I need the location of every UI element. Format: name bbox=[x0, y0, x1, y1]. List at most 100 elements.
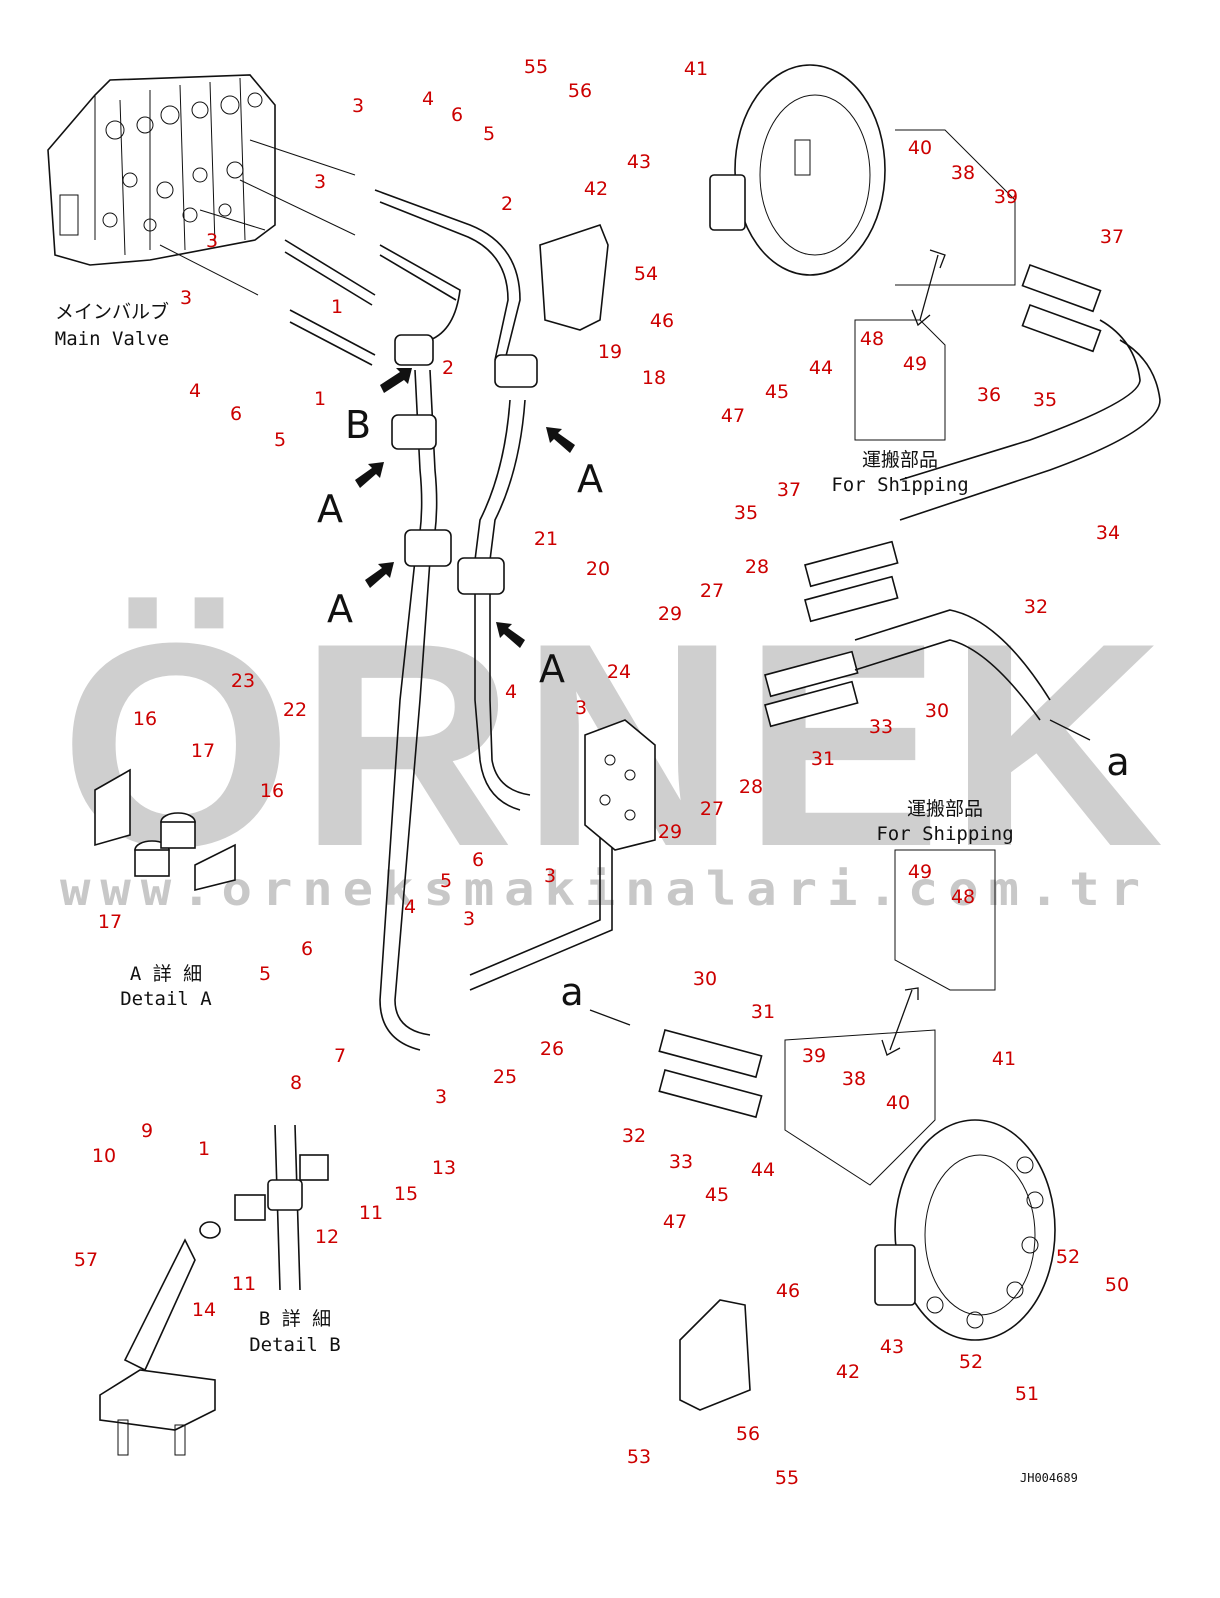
detail-b-drawing bbox=[99, 1124, 329, 1456]
part-callout-number: 52 bbox=[959, 1351, 983, 1373]
part-callout-number: 41 bbox=[992, 1048, 1016, 1070]
connection-arrow bbox=[1049, 719, 1091, 741]
part-callout-number: 32 bbox=[622, 1125, 646, 1147]
part-callout-number: 47 bbox=[663, 1211, 687, 1233]
part-callout-number: 1 bbox=[331, 296, 343, 318]
part-callout-number: 47 bbox=[721, 405, 745, 427]
part-callout-number: 6 bbox=[230, 403, 242, 425]
part-callout-number: 16 bbox=[260, 780, 284, 802]
detail-a-label-en: Detail A bbox=[120, 988, 212, 1010]
part-callout-number: 55 bbox=[524, 56, 548, 78]
part-callout-number: 53 bbox=[627, 1446, 651, 1468]
part-callout-number: 38 bbox=[842, 1068, 866, 1090]
part-callout-number: 23 bbox=[231, 670, 255, 692]
part-callout-number: 35 bbox=[734, 502, 758, 524]
part-callout-number: 49 bbox=[903, 353, 927, 375]
shipping-label-en: For Shipping bbox=[831, 474, 968, 496]
detail-b-label-en: Detail B bbox=[249, 1334, 341, 1356]
part-callout-number: 22 bbox=[283, 699, 307, 721]
part-callout-number: 2 bbox=[442, 357, 454, 379]
part-callout-number: 33 bbox=[869, 716, 893, 738]
part-callout-number: 43 bbox=[627, 151, 651, 173]
part-callout-number: 17 bbox=[98, 911, 122, 933]
part-callout-number: 10 bbox=[92, 1145, 116, 1167]
part-callout-number: 6 bbox=[451, 104, 463, 126]
part-callout-number: 24 bbox=[607, 661, 631, 683]
part-callout-number: 3 bbox=[206, 230, 218, 252]
part-callout-number: 56 bbox=[736, 1423, 760, 1445]
part-callout-number: 39 bbox=[994, 186, 1018, 208]
part-callout-number: 49 bbox=[908, 861, 932, 883]
part-callout-number: 13 bbox=[432, 1157, 456, 1179]
swing-motor-bottom bbox=[874, 1119, 1056, 1341]
part-callout-number: 8 bbox=[290, 1072, 302, 1094]
part-callout-number: 5 bbox=[259, 963, 271, 985]
part-callout-number: 11 bbox=[359, 1202, 383, 1224]
part-callout-number: 55 bbox=[775, 1467, 799, 1489]
part-callout-number: 5 bbox=[274, 429, 286, 451]
part-callout-number: 34 bbox=[1096, 522, 1120, 544]
swing-motor-top bbox=[709, 64, 886, 276]
part-callout-number: 44 bbox=[809, 357, 833, 379]
part-callout-number: 46 bbox=[776, 1280, 800, 1302]
part-callout-number: 30 bbox=[693, 968, 717, 990]
part-callout-number: 29 bbox=[658, 603, 682, 625]
part-callout-number: 18 bbox=[642, 367, 666, 389]
junction-block bbox=[584, 719, 656, 851]
part-callout-number: 31 bbox=[811, 748, 835, 770]
part-callout-number: 43 bbox=[880, 1336, 904, 1358]
part-callout-number: 6 bbox=[472, 849, 484, 871]
shipping-box-top bbox=[854, 129, 1016, 441]
view-label-b: B bbox=[345, 403, 371, 447]
part-callout-number: 56 bbox=[568, 80, 592, 102]
bracket-part bbox=[539, 224, 609, 331]
shipping-box-lower bbox=[894, 849, 996, 991]
part-callout-number: 1 bbox=[314, 388, 326, 410]
main-valve-label-jp: メインバルブ bbox=[55, 300, 169, 323]
detail-a-label-jp: A 詳 細 bbox=[130, 963, 202, 985]
part-callout-number: 16 bbox=[133, 708, 157, 730]
part-callout-number: 4 bbox=[422, 88, 434, 110]
part-callout-number: 37 bbox=[777, 479, 801, 501]
part-callout-number: 42 bbox=[584, 178, 608, 200]
shipping-box-lower-2 bbox=[784, 1029, 936, 1186]
part-callout-number: 4 bbox=[189, 380, 201, 402]
part-callout-number: 9 bbox=[141, 1120, 153, 1142]
shipping-label-jp: 運搬部品 bbox=[862, 449, 938, 471]
main-valve-drawing bbox=[47, 74, 276, 266]
part-callout-number: 28 bbox=[745, 556, 769, 578]
part-callout-number: 21 bbox=[534, 528, 558, 550]
view-label-a: A bbox=[317, 487, 343, 531]
part-callout-number: 33 bbox=[669, 1151, 693, 1173]
watermark-accent-mark bbox=[168, 655, 210, 675]
drawing-code: JH004689 bbox=[1020, 1471, 1078, 1485]
cover-part bbox=[679, 1299, 751, 1411]
part-callout-number: 48 bbox=[860, 328, 884, 350]
lower-hoses bbox=[658, 1029, 763, 1119]
part-callout-number: 30 bbox=[925, 700, 949, 722]
part-callout-number: 19 bbox=[598, 341, 622, 363]
part-callout-number: 3 bbox=[314, 171, 326, 193]
part-callout-number: 3 bbox=[463, 908, 475, 930]
part-callout-number: 26 bbox=[540, 1038, 564, 1060]
part-callout-number: 17 bbox=[191, 740, 215, 762]
part-callout-number: 12 bbox=[315, 1226, 339, 1248]
hose-assembly-upper bbox=[284, 189, 613, 1051]
part-callout-number: 37 bbox=[1100, 226, 1124, 248]
part-callout-number: 5 bbox=[440, 870, 452, 892]
shipping-label-en: For Shipping bbox=[876, 823, 1013, 845]
part-callout-number: 4 bbox=[404, 896, 416, 918]
part-callout-number: 27 bbox=[700, 798, 724, 820]
part-callout-number: 42 bbox=[836, 1361, 860, 1383]
shipping-double-arrows bbox=[881, 249, 946, 1056]
part-callout-number: 7 bbox=[334, 1045, 346, 1067]
part-callout-number: 40 bbox=[886, 1092, 910, 1114]
part-callout-number: 57 bbox=[74, 1249, 98, 1271]
part-callout-number: 4 bbox=[505, 681, 517, 703]
part-callout-number: 51 bbox=[1015, 1383, 1039, 1405]
part-callout-number: 45 bbox=[705, 1184, 729, 1206]
watermark-accent-mark bbox=[108, 655, 150, 675]
leader-lines bbox=[159, 139, 356, 296]
part-callout-number: 31 bbox=[751, 1001, 775, 1023]
part-callout-number: 52 bbox=[1056, 1246, 1080, 1268]
